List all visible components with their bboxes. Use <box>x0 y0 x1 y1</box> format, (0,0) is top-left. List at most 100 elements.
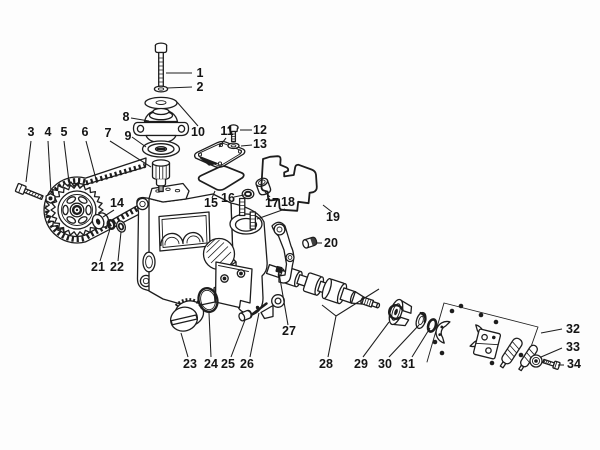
part-25-plug-shape <box>246 310 252 319</box>
part-25-plug-shape <box>238 312 246 322</box>
callout-18-label: 18 <box>281 195 295 209</box>
callout-33-leader <box>540 347 563 358</box>
callout-5-leader <box>63 140 70 183</box>
pump-housing-shape <box>165 187 171 191</box>
callout-32-label: 32 <box>566 322 580 336</box>
governor-roller-bracket <box>472 328 502 360</box>
callout-22-label: 22 <box>110 260 124 274</box>
part-9-cover-disc <box>141 140 181 158</box>
callout-29-leader <box>362 321 390 358</box>
callout-3-leader <box>25 140 32 183</box>
part-34-screw-shape <box>554 361 558 369</box>
pump-housing-shape <box>148 182 190 203</box>
governor-spring-small-shape <box>518 364 525 372</box>
part-5-timing-gear-shape <box>77 196 88 204</box>
governor-roller-bracket-shape <box>481 333 488 341</box>
callout-11-label: 11 <box>220 124 233 138</box>
callout-17-leader <box>264 191 271 198</box>
callout-31-label: 31 <box>401 357 415 371</box>
part-20-plug-shape <box>302 239 310 249</box>
pump-housing-shape <box>145 255 153 269</box>
part-24-o-ring <box>197 286 219 314</box>
callout-10-leader <box>176 101 199 127</box>
part-18-stud <box>238 197 257 230</box>
part-2-washer-shape <box>157 87 165 91</box>
callout-15-leader <box>211 190 216 199</box>
part-2-washer-shape <box>153 85 169 93</box>
part-31-seal-ring-shape <box>426 318 438 333</box>
pump-housing-shape <box>174 188 181 193</box>
part-11-top-cover-shape <box>197 152 203 157</box>
callout-2-label: 2 <box>197 80 204 94</box>
part-30-thrust-washer <box>415 311 427 330</box>
part-8-damper-mount <box>132 107 190 144</box>
governor-cam-plate-left <box>435 320 451 344</box>
part-10-retainer-disc-shape <box>144 96 178 110</box>
callout-13-label: 13 <box>253 137 267 151</box>
part-32-governor-assembly-shape <box>489 360 495 366</box>
part-27-bracket-arm <box>271 221 295 284</box>
governor-spring-large <box>499 337 523 369</box>
callout-7-label: 7 <box>105 126 112 140</box>
pump-housing-shape <box>160 231 204 247</box>
part-5-timing-gear-shape <box>61 194 93 226</box>
part-30-thrust-washer-shape <box>419 311 427 323</box>
callout-17-label: 17 <box>265 196 279 210</box>
callout-14-leader <box>102 209 115 218</box>
callout-18-leader <box>256 208 286 220</box>
part-4-nut <box>45 193 56 204</box>
part-30-thrust-washer-shape <box>418 315 424 326</box>
part-14-bushing-shape <box>95 218 101 225</box>
part-18-stud-shape <box>250 215 256 227</box>
callout-21-leader <box>99 228 111 262</box>
part-18-stud-shape <box>239 201 245 213</box>
callout-19-label: 19 <box>326 210 340 224</box>
part-4-nut-shape <box>48 196 53 201</box>
part-5-timing-gear-shape <box>75 208 79 212</box>
part-10-retainer-disc-shape <box>155 100 167 105</box>
callout-29-label: 29 <box>354 357 368 371</box>
part-26-lever-pin-shape <box>250 302 268 316</box>
part-20-plug-shape <box>310 237 317 247</box>
callout-7-leader <box>109 140 152 168</box>
part-23-threaded-cap <box>169 298 205 332</box>
pump-housing-shape <box>239 271 243 276</box>
part-18-stud-shape <box>249 211 257 230</box>
callout-25-label: 25 <box>221 357 235 371</box>
part-10-retainer-disc <box>144 96 178 110</box>
callout-6-label: 6 <box>82 125 89 139</box>
callout-4-leader <box>47 140 52 194</box>
callout-34-label: 34 <box>567 357 581 371</box>
part-11-top-cover-shape <box>218 142 224 148</box>
part-27-bracket-arm-shape <box>287 255 293 260</box>
callout-3-label: 3 <box>28 125 35 139</box>
part-14-bushing <box>91 212 110 230</box>
part-28-camshaft-shape <box>363 298 372 307</box>
pump-housing-shape <box>164 235 201 246</box>
part-5-timing-gear-shape <box>62 204 69 216</box>
governor-cam-plate-left-shape <box>440 325 444 329</box>
part-16-seal-washer <box>241 188 255 200</box>
callout-27-label: 27 <box>282 324 296 338</box>
part-15-cover-gasket-shape <box>197 165 245 191</box>
part-27-bolt-shape <box>275 265 283 274</box>
part-5-timing-gear-shape <box>77 216 88 224</box>
part-26-lever-pin-shape <box>255 305 260 310</box>
callout-12-label: 12 <box>253 123 267 137</box>
part-29-coupling-yoke-shape <box>388 304 404 320</box>
part-25-plug <box>238 309 253 322</box>
governor-roller-bracket-shape <box>491 335 496 340</box>
part-13-cover-washer <box>227 142 240 150</box>
callout-15-label: 15 <box>204 196 218 210</box>
part-28-camshaft-shape <box>321 277 333 300</box>
part-29-coupling-yoke <box>388 298 413 327</box>
pump-housing-shape <box>142 251 156 273</box>
part-7-piston-cylinder-shape <box>158 185 164 193</box>
part-32-governor-assembly-shape <box>493 319 499 325</box>
part-9-cover-disc-shape <box>156 147 166 151</box>
part-7-piston-cylinder-shape <box>155 178 167 187</box>
part-9-cover-disc-shape <box>147 143 175 155</box>
callout-10-label: 10 <box>191 125 205 139</box>
